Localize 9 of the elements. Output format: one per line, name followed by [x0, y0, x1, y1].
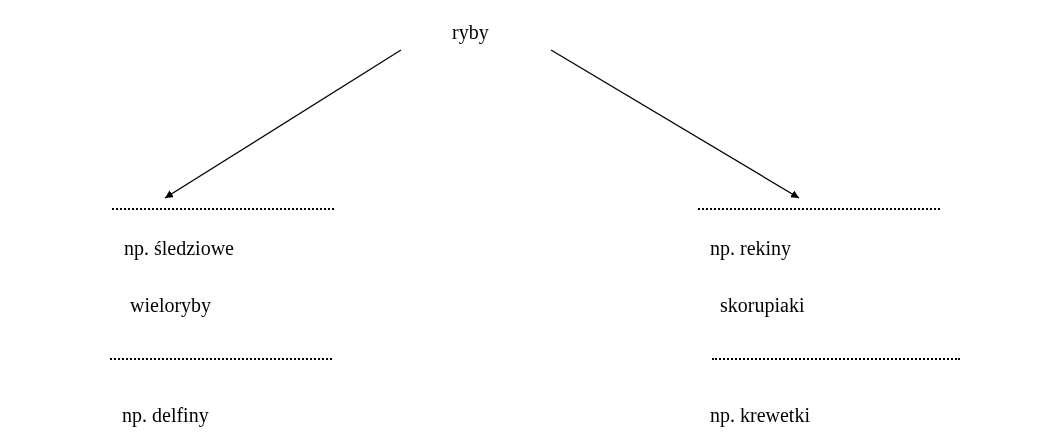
example-text: np. krewetki [710, 403, 810, 427]
category-text: skorupiaki [720, 293, 805, 317]
example-text: np. rekiny [710, 236, 792, 260]
arrow [550, 49, 800, 199]
example-text: np. śledziowe [124, 236, 234, 260]
arrow [164, 49, 402, 199]
example-text: np. delfiny [122, 403, 209, 427]
category-text: wieloryby [130, 293, 212, 317]
category-text: ryby [452, 20, 489, 44]
